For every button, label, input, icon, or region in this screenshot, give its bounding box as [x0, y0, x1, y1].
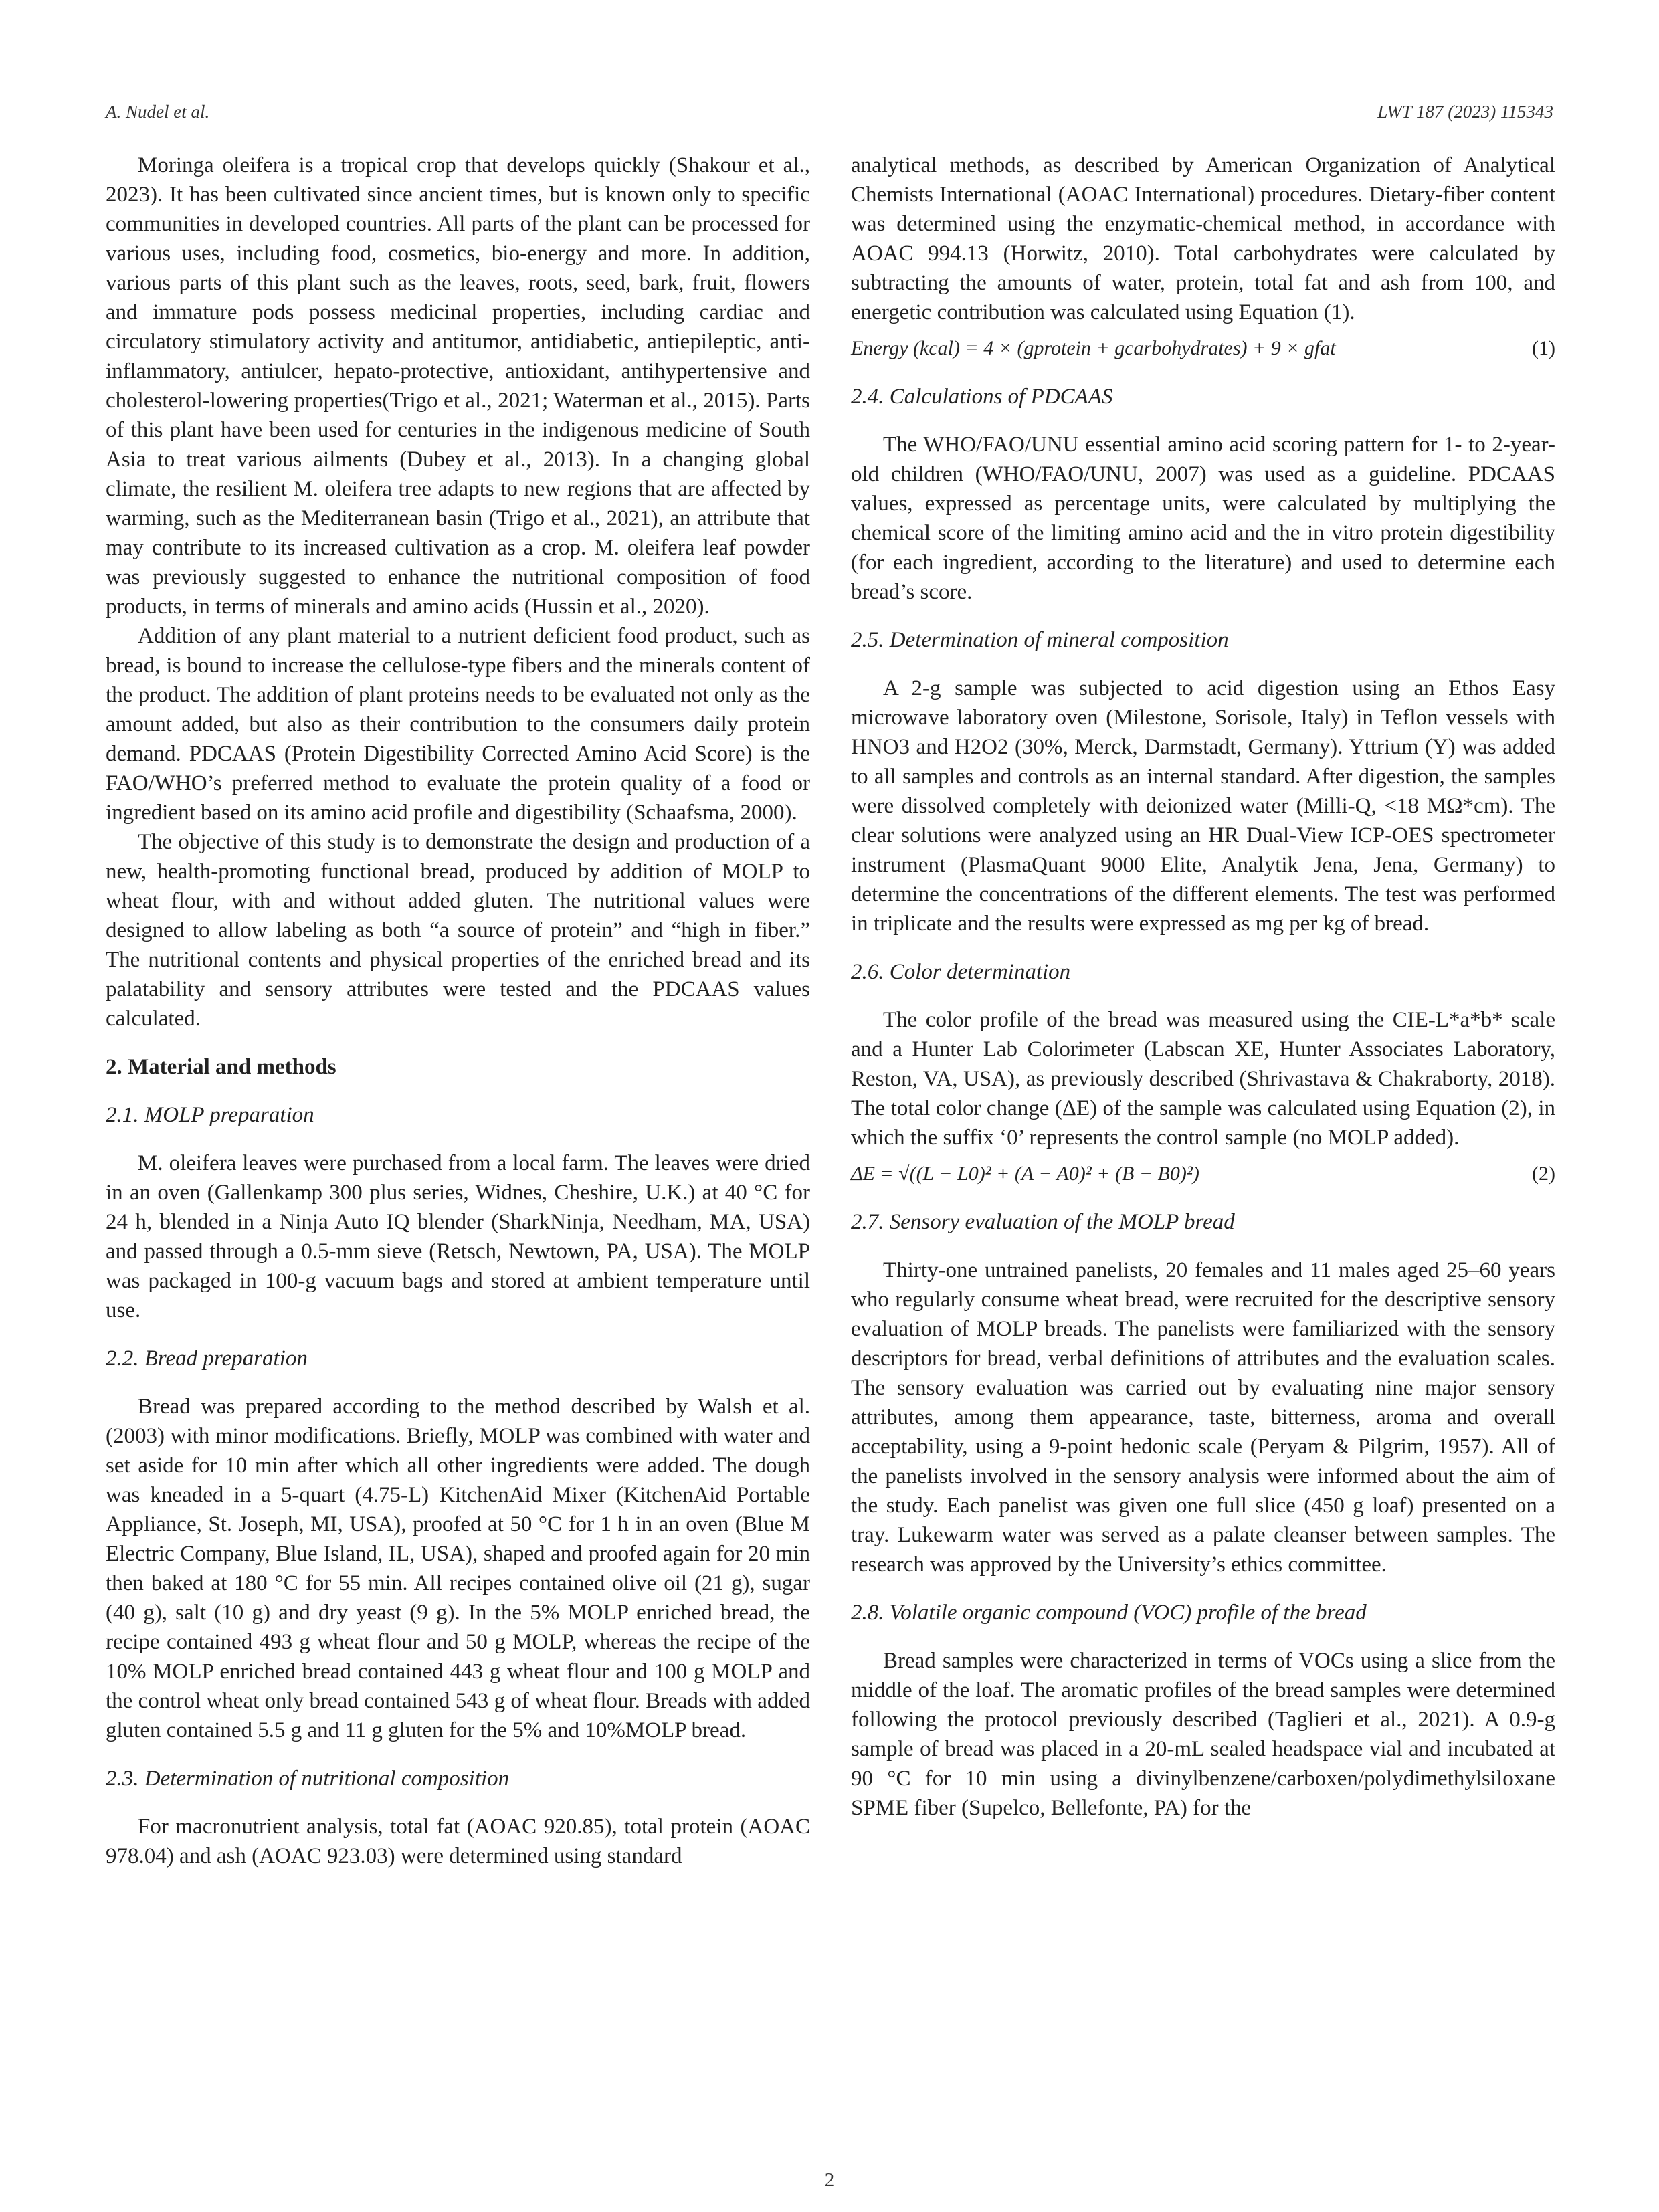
paragraph-2-3: For macronutrient analysis, total fat (A… [106, 1815, 810, 1868]
equation-1: Energy (kcal) = 4 × (gprotein + gcarbohy… [851, 334, 1555, 363]
equation-1-number: (1) [1532, 337, 1555, 359]
subsection-heading-2-2: 2.2. Bread preparation [106, 1346, 308, 1371]
paragraph-2-4: The WHO/FAO/UNU essential amino acid sco… [851, 433, 1555, 604]
paragraph-2-6: The color profile of the bread was measu… [851, 1008, 1555, 1150]
paragraph-intro-1: Moringa oleifera is a tropical crop that… [106, 153, 810, 619]
equation-2: ΔE = √((L − L0)² + (A − A0)² + (B − B0)²… [851, 1159, 1555, 1189]
running-header-authors: A. Nudel et al. [106, 102, 210, 122]
paragraph-2-2: Bread was prepared according to the meth… [106, 1395, 810, 1742]
subsection-heading-2-3: 2.3. Determination of nutritional compos… [106, 1767, 510, 1791]
paragraph-2-1: M. oleifera leaves were purchased from a… [106, 1151, 810, 1322]
running-header-journal: LWT 187 (2023) 115343 [1377, 102, 1553, 122]
equation-2-number: (2) [1532, 1163, 1555, 1185]
paragraph-2-3-continued: analytical methods, as described by Amer… [851, 153, 1555, 324]
subsection-heading-2-8: 2.8. Volatile organic compound (VOC) pro… [851, 1601, 1367, 1625]
page-number: 2 [824, 2169, 835, 2191]
paragraph-intro-3: The objective of this study is to demons… [106, 830, 810, 1031]
paragraph-2-7: Thirty-one untrained panelists, 20 femal… [851, 1258, 1555, 1577]
subsection-heading-2-5: 2.5. Determination of mineral compositio… [851, 628, 1229, 652]
subsection-heading-2-6: 2.6. Color determination [851, 960, 1071, 984]
section-heading-methods: 2. Material and methods [106, 1055, 336, 1079]
paragraph-2-5: A 2-g sample was subjected to acid diges… [851, 676, 1555, 936]
equation-2-expression: ΔE = √((L − L0)² + (A − A0)² + (B − B0)²… [851, 1163, 1199, 1185]
subsection-heading-2-4: 2.4. Calculations of PDCAAS [851, 385, 1113, 409]
left-column: Moringa oleifera is a tropical crop that… [106, 150, 810, 1871]
subsection-heading-2-7: 2.7. Sensory evaluation of the MOLP brea… [851, 1210, 1235, 1234]
right-column: analytical methods, as described by Amer… [851, 150, 1555, 1823]
paragraph-intro-2: Addition of any plant material to a nutr… [106, 624, 810, 825]
equation-1-expression: Energy (kcal) = 4 × (gprotein + gcarbohy… [851, 337, 1336, 359]
paragraph-2-8: Bread samples were characterized in term… [851, 1649, 1555, 1820]
subsection-heading-2-1: 2.1. MOLP preparation [106, 1103, 314, 1127]
